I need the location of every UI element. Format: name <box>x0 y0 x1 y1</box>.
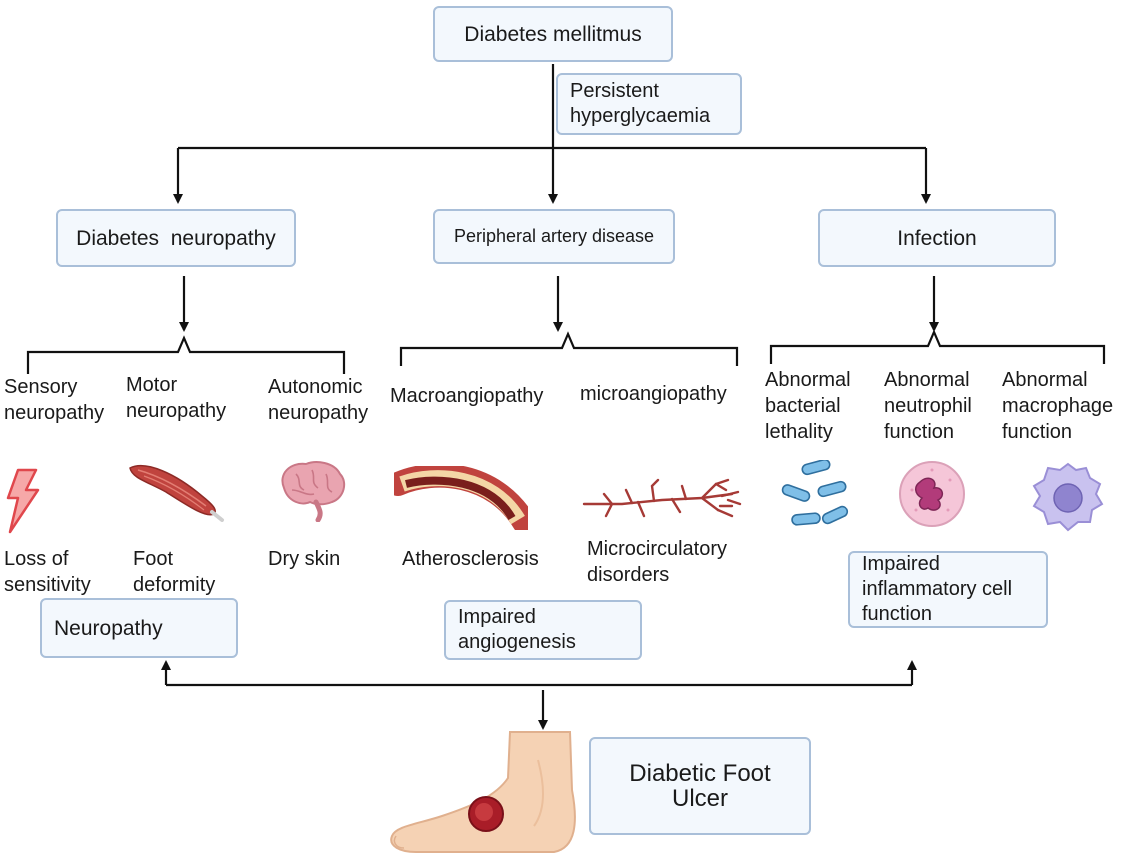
type-bacterial: Abnormal bacterial lethality <box>765 369 851 443</box>
effect-microcirc: Microcirculatory disorders <box>587 538 728 586</box>
outcome-inflammatory-box: Impaired inflammatory cell function <box>848 551 1048 628</box>
type-macrophage: Abnormal macrophage function <box>1002 369 1114 443</box>
trigger-box: Persistent hyperglycaemia <box>556 73 742 135</box>
outcome-angiogenesis-box: Impaired angiogenesis <box>444 600 642 660</box>
branch-neuropathy-label: Diabetes neuropathy <box>76 226 276 250</box>
type-micro: microangiopathy <box>580 383 727 405</box>
brain-icon <box>281 461 346 522</box>
branch-infection-label: Infection <box>897 226 977 250</box>
type-sensory: Sensory neuropathy <box>4 376 105 424</box>
outcome-neuropathy-label: Neuropathy <box>54 616 163 640</box>
muscle-icon <box>129 464 224 522</box>
outcome-neuropathy-box: Neuropathy <box>40 598 238 658</box>
branch-pad-label: Peripheral artery disease <box>453 226 655 246</box>
final-label: Diabetic Foot Ulcer <box>629 760 771 812</box>
effect-athero: Atherosclerosis <box>402 548 539 570</box>
branch-infection-box: Infection <box>818 209 1056 267</box>
outcome-angiogenesis-label: Impaired angiogenesis <box>458 606 576 653</box>
type-autonomic: Autonomic neuropathy <box>268 376 369 424</box>
outcome-inflammatory-label: Impaired inflammatory cell function <box>862 553 1013 625</box>
root-box: Diabetes mellitmus <box>433 6 673 62</box>
effect-deformity: Foot deformity <box>133 548 216 596</box>
macrophage-icon <box>1032 462 1104 532</box>
branch-neuropathy-box: Diabetes neuropathy <box>56 209 296 267</box>
neutrophil-icon <box>899 461 965 527</box>
bacteria-icon <box>781 460 849 526</box>
type-macro: Macroangiopathy <box>390 385 544 407</box>
effect-dryskin: Dry skin <box>268 548 341 570</box>
type-motor: Motor neuropathy <box>126 374 227 422</box>
root-label: Diabetes mellitmus <box>464 22 642 46</box>
final-box: Diabetic Foot Ulcer <box>589 737 811 835</box>
effect-sensitivity: Loss of sensitivity <box>4 548 91 596</box>
lightning-icon <box>6 468 40 534</box>
foot-ulcer-icon <box>390 731 576 853</box>
artery-icon <box>394 466 528 530</box>
type-neutrophil: Abnormal neutrophil function <box>884 369 972 443</box>
vessel-network-icon <box>582 478 742 518</box>
trigger-label: Persistent hyperglycaemia <box>570 80 711 127</box>
branch-pad-box: Peripheral artery disease <box>433 209 675 264</box>
